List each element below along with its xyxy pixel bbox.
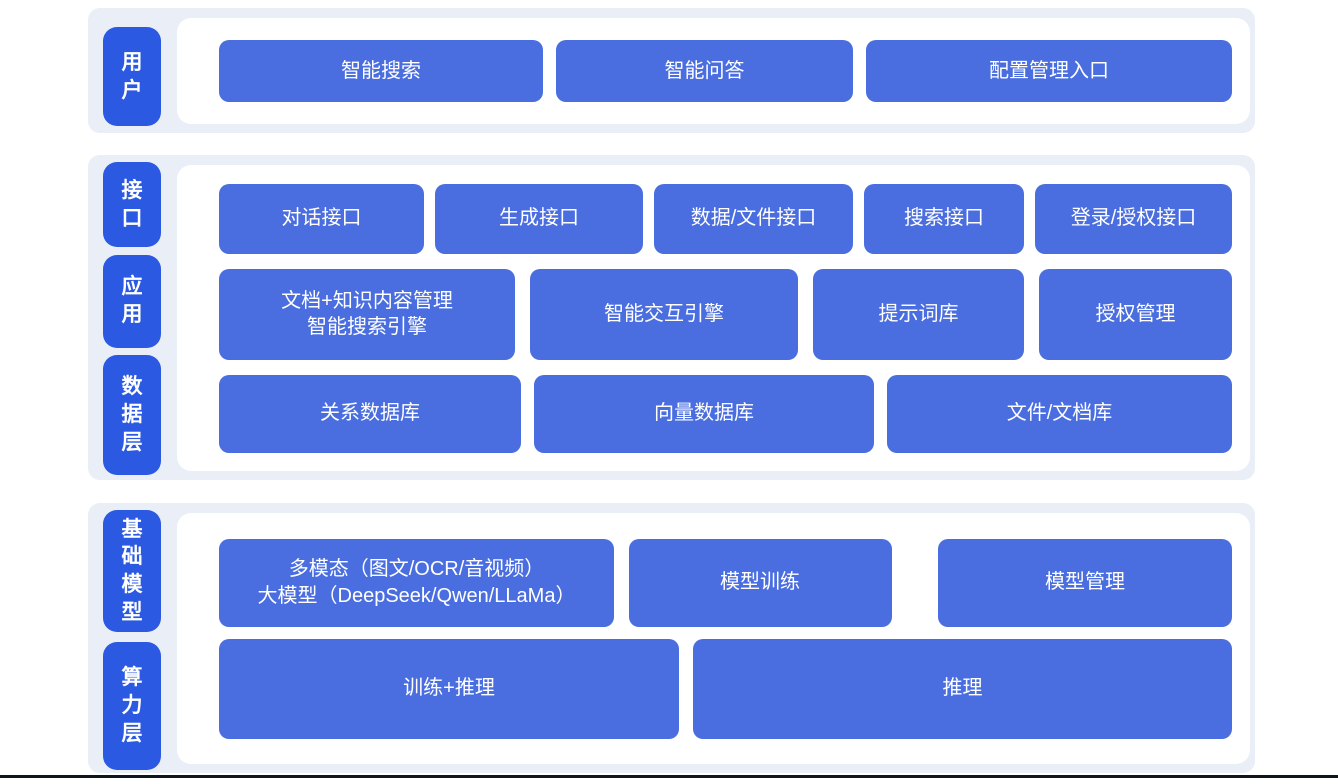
layer-band-user: 用户 智能搜索 智能问答 配置管理入口: [88, 8, 1255, 133]
node-inference: 推理: [693, 638, 1232, 739]
node-training-inference: 训练+推理: [219, 638, 679, 739]
compute-row: 训练+推理 推理: [219, 638, 1232, 739]
data-row: 关系数据库 向量数据库 文件/文档库: [219, 374, 1232, 453]
node-auth-management: 授权管理: [1039, 268, 1232, 360]
foundation-model-row: 多模态（图文/OCR/音视频） 大模型（DeepSeek/Qwen/LLaMa）…: [219, 538, 1232, 627]
layer-label-data-text: 数据层: [121, 375, 143, 454]
middle-panel: 对话接口 生成接口 数据/文件接口 搜索接口 登录/授权接口 文档+知识内容管理…: [177, 165, 1250, 471]
label-column-middle: 接口 应用 数据层: [103, 155, 161, 480]
node-doc-knowledge-search-engine: 文档+知识内容管理 智能搜索引擎: [219, 268, 515, 360]
layer-label-data: 数据层: [103, 355, 161, 475]
label-column-bottom: 基础模型 算力层: [103, 503, 161, 773]
layer-label-compute-text: 算力层: [121, 666, 143, 745]
application-row: 文档+知识内容管理 智能搜索引擎 智能交互引擎 提示词库 授权管理: [219, 268, 1232, 360]
node-model-management: 模型管理: [938, 538, 1232, 627]
user-row: 智能搜索 智能问答 配置管理入口: [219, 40, 1232, 102]
node-vector-db: 向量数据库: [534, 374, 874, 453]
layer-label-user: 用户: [103, 27, 161, 126]
layer-label-user-text: 用户: [121, 50, 143, 102]
node-generation-api: 生成接口: [435, 183, 643, 254]
bottom-divider: [0, 775, 1338, 778]
node-config-management-entry: 配置管理入口: [866, 40, 1232, 102]
node-data-file-api: 数据/文件接口: [654, 183, 853, 254]
layer-label-application: 应用: [103, 254, 161, 348]
layer-label-interface-text: 接口: [121, 178, 143, 230]
layer-label-foundation-model-text: 基础模型: [121, 517, 143, 624]
user-panel: 智能搜索 智能问答 配置管理入口: [177, 18, 1250, 124]
node-prompt-library: 提示词库: [813, 268, 1024, 360]
interface-row: 对话接口 生成接口 数据/文件接口 搜索接口 登录/授权接口: [219, 183, 1232, 254]
node-dialog-api: 对话接口: [219, 183, 424, 254]
layer-label-interface: 接口: [103, 162, 161, 247]
node-file-doc-store: 文件/文档库: [887, 374, 1232, 453]
layer-band-bottom: 基础模型 算力层 多模态（图文/OCR/音视频） 大模型（DeepSeek/Qw…: [88, 503, 1255, 773]
layer-label-application-text: 应用: [121, 275, 143, 326]
layer-band-middle: 接口 应用 数据层 对话接口 生成接口 数据/文件接口 搜索接口 登录/授权接口: [88, 155, 1255, 480]
node-model-training: 模型训练: [628, 538, 892, 627]
node-interaction-engine: 智能交互引擎: [530, 268, 798, 360]
node-smart-qa: 智能问答: [556, 40, 853, 102]
bottom-panel: 多模态（图文/OCR/音视频） 大模型（DeepSeek/Qwen/LLaMa）…: [177, 513, 1250, 764]
node-multimodal-llm: 多模态（图文/OCR/音视频） 大模型（DeepSeek/Qwen/LLaMa）: [219, 538, 614, 627]
node-search-api: 搜索接口: [864, 183, 1024, 254]
node-relational-db: 关系数据库: [219, 374, 521, 453]
layer-label-foundation-model: 基础模型: [103, 510, 161, 632]
node-smart-search: 智能搜索: [219, 40, 543, 102]
label-column-user: 用户: [103, 8, 161, 133]
node-login-auth-api: 登录/授权接口: [1035, 183, 1232, 254]
layer-label-compute: 算力层: [103, 642, 161, 770]
layer-stack: 用户 智能搜索 智能问答 配置管理入口 接口 应用: [88, 8, 1255, 773]
